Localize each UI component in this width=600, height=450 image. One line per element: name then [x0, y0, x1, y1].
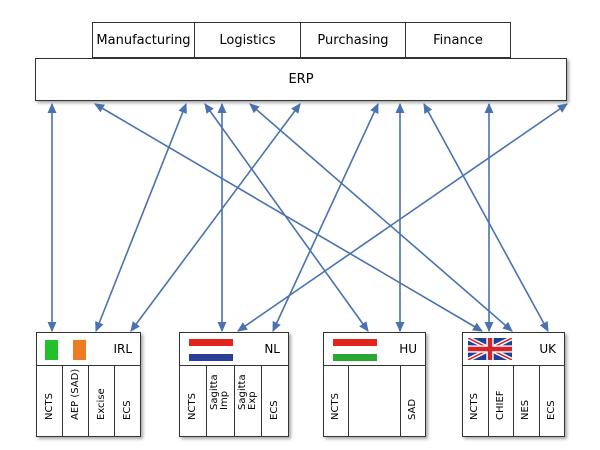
system-label: AEP (SAD) — [69, 368, 81, 420]
country-label: NL — [264, 342, 280, 356]
country-label: HU — [399, 342, 417, 356]
system-label: Sagitta Imp — [209, 374, 231, 410]
system-cell: ECS — [540, 365, 565, 436]
system-label: NES — [520, 399, 532, 420]
dept-label: Logistics — [219, 32, 276, 48]
arrow-erp-uk-ecs — [423, 103, 549, 332]
system-cell: SAD — [401, 365, 425, 436]
dept-finance: Finance — [405, 22, 511, 58]
erp-box: ERP — [35, 58, 567, 101]
dept-label: Manufacturing — [96, 32, 191, 48]
system-label: NCTS — [469, 393, 481, 420]
flag-uk-icon — [468, 338, 512, 360]
dept-logistics: Logistics — [194, 22, 301, 58]
system-cell: NCTS — [37, 365, 63, 436]
system-label: ECS — [545, 400, 557, 420]
dept-purchasing: Purchasing — [300, 22, 406, 58]
system-cell: NCTS — [180, 365, 208, 436]
system-label: NCTS — [329, 393, 341, 420]
dept-label: Purchasing — [317, 32, 389, 48]
system-label: NCTS — [187, 393, 199, 420]
country-header: HU — [324, 333, 425, 366]
system-cell: NES — [514, 365, 540, 436]
dept-label: Finance — [433, 32, 483, 48]
system-label: Excise — [95, 388, 107, 420]
system-label: ECS — [121, 400, 133, 420]
country-header: UK — [463, 333, 564, 366]
system-cell: Sagitta Imp — [207, 365, 235, 436]
system-label: Sagitta Exp — [236, 374, 258, 410]
country-header: IRL — [37, 333, 140, 366]
erp-label: ERP — [288, 72, 314, 87]
system-cell-empty — [349, 365, 402, 436]
system-cell: CHIEF — [489, 365, 514, 436]
system-cell: ECS — [115, 365, 140, 436]
country-label: UK — [539, 342, 556, 356]
arrow-erp-irl-ecs — [130, 103, 301, 332]
dept-manufacturing: Manufacturing — [92, 22, 195, 58]
country-uk: UK NCTS CHIEF NES ECS — [462, 332, 565, 437]
system-cell: NCTS — [324, 365, 349, 436]
system-label: SAD — [407, 398, 419, 420]
system-label: CHIEF — [494, 390, 506, 420]
arrow-erp-irl-aep — [95, 102, 187, 333]
system-label: ECS — [268, 400, 280, 420]
country-hu: HU NCTS SAD — [323, 332, 426, 437]
country-irl: IRL NCTS AEP (SAD) Excise ECS — [36, 332, 141, 437]
system-cell: NCTS — [463, 365, 489, 436]
country-header: NL — [180, 333, 288, 366]
system-cell: ECS — [262, 365, 288, 436]
flag-nl-icon — [189, 339, 233, 361]
flag-irl-orange — [73, 340, 86, 360]
system-cell: AEP (SAD) — [63, 365, 89, 436]
system-label: NCTS — [43, 393, 55, 420]
country-label: IRL — [113, 342, 132, 356]
flag-irl-green — [45, 340, 58, 360]
system-cell: Sagitta Exp — [235, 365, 262, 436]
flag-hu-icon — [333, 339, 377, 361]
system-cell: Excise — [89, 365, 115, 436]
country-nl: NL NCTS Sagitta Imp Sagitta Exp ECS — [179, 332, 289, 437]
